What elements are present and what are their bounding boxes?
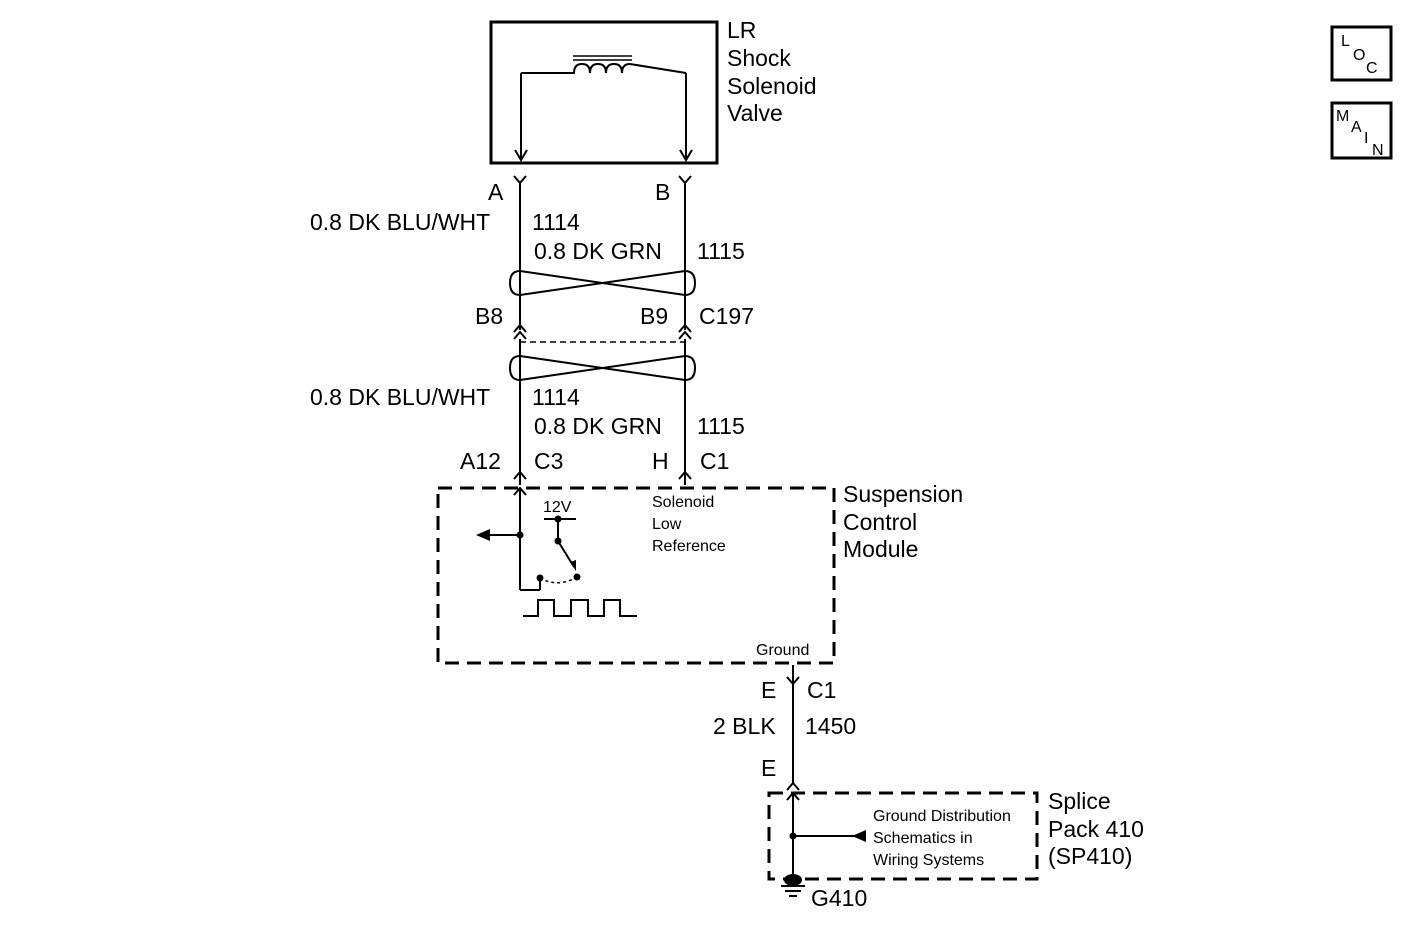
module-name-line1: Suspension (843, 481, 963, 507)
splice-internal (786, 791, 866, 876)
twisted-pair-lower-icon (508, 355, 697, 381)
main-button[interactable]: M A I N (1330, 101, 1393, 160)
pin-h-label: H (652, 448, 669, 474)
loc-letter-c: C (1366, 60, 1378, 77)
suspension-control-module-box (436, 486, 836, 665)
module-name-line2: Control (843, 509, 917, 535)
splice-pin-e-icon (786, 781, 800, 791)
wire-1114-color-top: 0.8 DK BLU/WHT (310, 209, 490, 235)
wire-1114-color-bottom: 0.8 DK BLU/WHT (310, 384, 490, 410)
pin-a-label: A (488, 179, 504, 205)
component-name-line4: Valve (727, 100, 783, 126)
pin-e-label: E (761, 677, 776, 703)
connector-pin-b-icon (678, 175, 692, 185)
connector-c197-label: C197 (699, 303, 754, 329)
solenoid-low-ref-line2: Low (652, 516, 682, 533)
wire-1114-circuit-bottom: 1114 (532, 384, 580, 410)
main-letter-n: N (1372, 142, 1384, 159)
loc-button[interactable]: L O C (1330, 25, 1393, 82)
c197-pin-b8-top-icon (513, 323, 527, 333)
splice-name-line3: (SP410) (1048, 843, 1132, 869)
connector-c1-ground-label: C1 (807, 677, 836, 703)
solenoid-coil-icon (521, 62, 687, 74)
wire-1450-color: 2 BLK (713, 713, 776, 739)
voltage-12v-label: 12V (543, 499, 572, 516)
solenoid-low-ref-line3: Reference (652, 538, 726, 555)
loc-letter-o: O (1353, 47, 1365, 64)
module-pin-h-icon (678, 470, 692, 480)
splice-pack-box (767, 791, 1039, 881)
loc-letter-l: L (1341, 33, 1350, 50)
ground-ref-arrow-icon (852, 830, 866, 842)
lr-shock-solenoid-valve (489, 20, 719, 165)
wire-1114-circuit-top: 1114 (532, 209, 580, 235)
module-name-line3: Module (843, 536, 918, 562)
component-name-line2: Shock (727, 45, 791, 71)
twisted-pair-upper-icon (508, 270, 697, 296)
ground-ref-line3: Wiring Systems (873, 852, 984, 869)
solenoid-low-ref-line1: Solenoid (652, 494, 714, 511)
component-name-line1: LR (727, 17, 756, 43)
wire-1115-circuit-top: 1115 (697, 238, 745, 264)
module-ground-label: Ground (756, 642, 809, 659)
module-internal-circuit (476, 486, 637, 617)
module-pin-a12-icon (513, 470, 527, 480)
ground-ref-line2: Schematics in (873, 830, 973, 847)
splice-name-line1: Splice (1048, 788, 1111, 814)
connector-c3-label: C3 (534, 448, 563, 474)
ground-symbol-icon (781, 874, 805, 897)
pin-a12-label: A12 (460, 448, 501, 474)
pin-e-splice-label: E (761, 755, 776, 781)
ground-g410-label: G410 (811, 885, 867, 911)
wire-1115-color-top: 0.8 DK GRN (534, 238, 662, 264)
main-letter-a: A (1351, 119, 1362, 136)
main-letter-m: M (1336, 108, 1349, 125)
c197-pin-b9-top-icon (678, 323, 692, 333)
pin-b-label: B (655, 179, 670, 205)
wire-1115-color-bottom: 0.8 DK GRN (534, 413, 662, 439)
component-name-line3: Solenoid (727, 73, 817, 99)
splice-name-line2: Pack 410 (1048, 816, 1144, 842)
wire-1115-circuit-bottom: 1115 (697, 413, 745, 439)
connector-c1-label: C1 (700, 448, 729, 474)
connector-pin-a-icon (513, 175, 527, 185)
output-arrow-icon (476, 529, 490, 541)
pwm-waveform-icon (523, 599, 637, 617)
pin-b8-label: B8 (475, 303, 503, 329)
wire-1450-circuit: 1450 (805, 713, 856, 739)
pin-b9-label: B9 (640, 303, 668, 329)
ground-ref-line1: Ground Distribution (873, 808, 1011, 825)
main-letter-i: I (1364, 130, 1368, 147)
